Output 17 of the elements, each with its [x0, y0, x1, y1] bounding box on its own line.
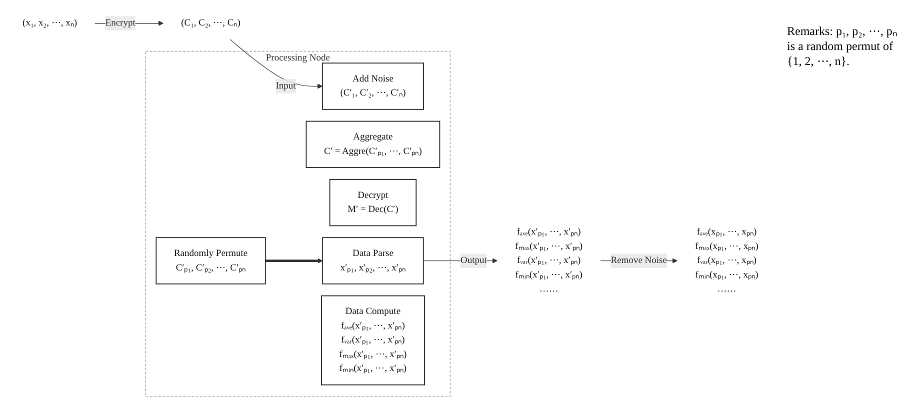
node-text: fₐᵥₑ(x′ₚ₁, ⋯, x′ₚₙ) fₘₐₓ(x′ₚ₁, ⋯, x′ₚₙ) fᵥₐᵣ(x′ₚ₁, ⋯, x′ₚₙ) fₘᵢₙ(x′ₚ₁, ⋯, x′ₚₙ) …… — [515, 226, 583, 294]
node-box: Data Parse x′ₚ₁, x′ₚ₂, ⋯, x′ₚₙ — [322, 237, 424, 284]
arrow — [265, 258, 323, 264]
arrow — [230, 39, 323, 89]
node-box: Add Noise (C′₁, C′₂, ⋯, C′ₙ) — [322, 62, 424, 110]
node-text: (x₁, x₂, ⋯, xₙ) — [22, 18, 78, 28]
node-box: Aggregate C′ = Aggre(C′ₚ₁, ⋯, C′ₚₙ) — [306, 120, 440, 168]
node-text: (C₁, C₂, ⋯, Cₙ) — [181, 18, 240, 28]
edge-label: Remove Noise — [610, 255, 667, 266]
remarks-note: Remarks: p₁, p₂, ⋯, pₙ is a random permut of {1, 2, ⋯, n}. — [787, 23, 898, 69]
node-text: fₐᵥₑ(xₚ₁, ⋯, xₚₙ) fₘₐₓ(xₚ₁, ⋯, xₚₙ) fᵥₐᵣ(xₚ₁, ⋯, xₚₙ) fₘᵢₙ(xₚ₁, ⋯, xₚₙ) …… — [695, 226, 758, 294]
edge-label: Input — [276, 80, 296, 91]
node-box: Data Compute fₐᵥₑ(x′ₚ₁, ⋯, x′ₚₙ) fᵥₐᵣ(x′ₚ₁, ⋯, x′ₚₙ) fₘₐₓ(x′ₚ₁, ⋯, x′ₚₙ) fₘᵢₙ(x′ₚ₁, ⋯, x′ₚₙ) — [321, 295, 425, 386]
node-box: Decrypt M′ = Dec(C′) — [329, 179, 417, 226]
edge-label: Encrypt — [105, 18, 136, 28]
edge-label: Output — [460, 255, 487, 266]
node-box: Randomly Permute C′ₚ₁, C′ₚ₂, ⋯, C′ₚₙ — [156, 237, 266, 284]
